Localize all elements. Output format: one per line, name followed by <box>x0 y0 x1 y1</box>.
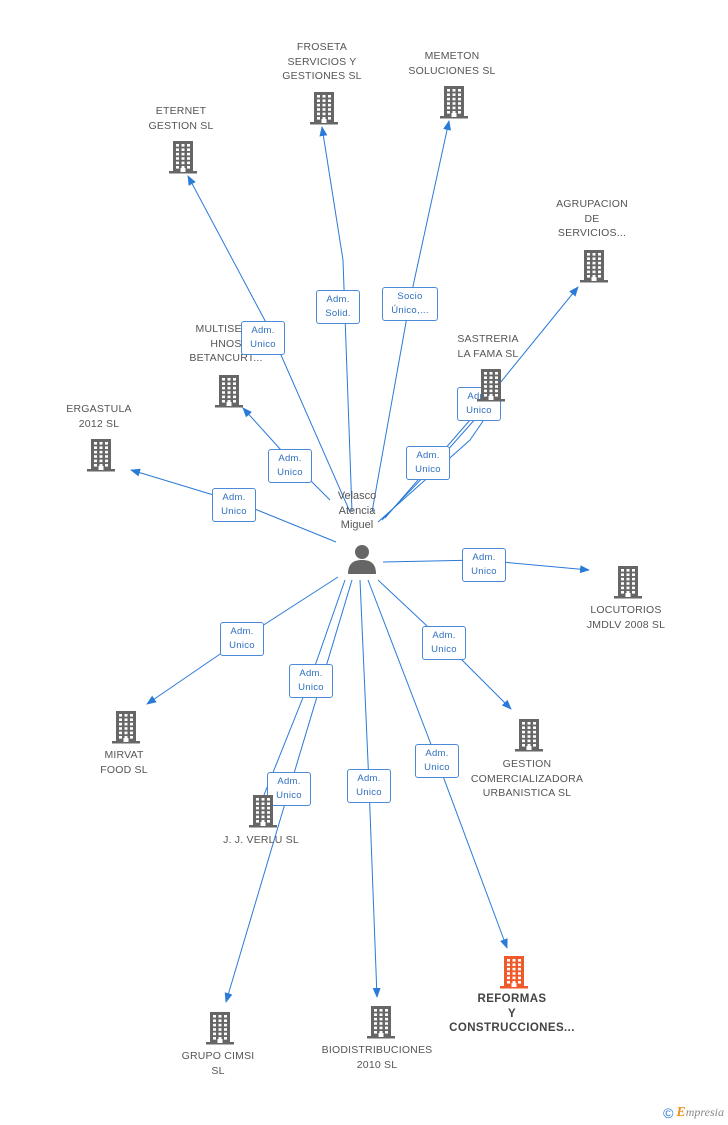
edge-label-froseta[interactable]: Adm. Solid. <box>316 290 360 324</box>
building-icon[interactable] <box>111 710 141 749</box>
footer-brand: © Empresia <box>663 1105 724 1121</box>
company-node-mirvat[interactable]: MIRVAT FOOD SL <box>100 748 148 777</box>
edge-label-locutorios[interactable]: Adm. Unico <box>462 548 506 582</box>
company-label-ergastula: ERGASTULA 2012 SL <box>66 403 132 430</box>
company-node-jjverlu[interactable]: J. J. VERLU SL <box>223 833 299 848</box>
company-node-reformas[interactable]: REFORMAS Y CONSTRUCCIONES... <box>449 992 575 1036</box>
company-label-gestion: GESTION COMERCIALIZADORA URBANISTICA SL <box>470 758 584 799</box>
edge-label-biodistribuciones[interactable]: Adm. Unico <box>347 769 391 803</box>
copyright-icon: © <box>663 1105 674 1121</box>
edge-label-reformas[interactable]: Adm. Unico <box>415 744 459 778</box>
center-person-name: Velasco Atencia Miguel <box>338 489 377 533</box>
company-node-sastreria[interactable]: SASTRERIA LA FAMA SL <box>457 332 518 361</box>
person-icon <box>348 545 376 574</box>
company-node-gestion[interactable]: GESTION COMERCIALIZADORA URBANISTICA SL <box>471 757 583 801</box>
center-person[interactable] <box>347 543 377 575</box>
edge-label-memeton[interactable]: Socio Único,... <box>382 287 438 321</box>
company-label-sastreria: SASTRERIA LA FAMA SL <box>457 333 519 360</box>
company-node-eternet[interactable]: ETERNET GESTION SL <box>148 104 213 133</box>
company-label-grupocimsi: GRUPO CIMSI SL <box>181 1050 255 1077</box>
company-node-locutorios[interactable]: LOCUTORIOS JMDLV 2008 SL <box>587 603 665 632</box>
edge-label-grupocimsi[interactable]: Adm. Unico <box>267 772 311 806</box>
company-label-memeton: MEMETON SOLUCIONES SL <box>408 50 496 77</box>
company-label-jjverlu: J. J. VERLU SL <box>223 834 299 846</box>
building-icon[interactable] <box>248 794 278 833</box>
building-icon[interactable] <box>514 718 544 757</box>
building-icon[interactable] <box>476 368 506 407</box>
company-node-biodistribuciones[interactable]: BIODISTRIBUCIONES 2010 SL <box>322 1043 433 1072</box>
company-node-memeton[interactable]: MEMETON SOLUCIONES SL <box>408 49 495 78</box>
company-label-biodistribuciones: BIODISTRIBUCIONES 2010 SL <box>321 1044 433 1071</box>
center-person-name-text: Velasco Atencia Miguel <box>337 490 377 531</box>
building-icon[interactable] <box>168 140 198 179</box>
edge-label-sastreria[interactable]: Adm. Unico <box>406 446 450 480</box>
building-icon[interactable] <box>579 249 609 288</box>
building-icon[interactable] <box>499 955 529 994</box>
company-node-grupocimsi[interactable]: GRUPO CIMSI SL <box>182 1049 255 1078</box>
edge-label-gestion[interactable]: Adm. Unico <box>422 626 466 660</box>
brand-logo-initial: E <box>676 1105 686 1120</box>
edge-label-multiserv[interactable]: Adm. Unico <box>268 449 312 483</box>
building-icon[interactable] <box>613 565 643 604</box>
building-icon[interactable] <box>214 374 244 413</box>
edge-froseta <box>319 126 353 513</box>
edge-label-mirvat[interactable]: Adm. Unico <box>220 622 264 656</box>
company-label-reformas: REFORMAS Y CONSTRUCCIONES... <box>449 993 575 1034</box>
brand-logo-text: mpresia <box>685 1105 724 1119</box>
building-icon[interactable] <box>86 438 116 477</box>
company-node-agrupacion[interactable]: AGRUPACION DE SERVICIOS... <box>556 197 628 241</box>
building-icon[interactable] <box>366 1005 396 1044</box>
edge-label-eternet[interactable]: Adm. Unico <box>241 321 285 355</box>
edge-label-agrupacion[interactable]: Adm. Unico <box>457 387 501 421</box>
company-label-eternet: ETERNET GESTION SL <box>148 105 214 132</box>
edge-label-jjverlu[interactable]: Adm. Unico <box>289 664 333 698</box>
building-icon[interactable] <box>439 85 469 124</box>
company-label-mirvat: MIRVAT FOOD SL <box>100 749 148 776</box>
company-node-ergastula[interactable]: ERGASTULA 2012 SL <box>66 402 131 431</box>
building-icon[interactable] <box>309 91 339 130</box>
company-label-froseta: FROSETA SERVICIOS Y GESTIONES SL <box>282 41 362 82</box>
company-label-agrupacion: AGRUPACION DE SERVICIOS... <box>556 198 628 239</box>
brand-logo: Empresia <box>676 1105 724 1121</box>
building-icon[interactable] <box>205 1011 235 1050</box>
edge-label-ergastula[interactable]: Adm. Unico <box>212 488 256 522</box>
company-label-locutorios: LOCUTORIOS JMDLV 2008 SL <box>586 604 666 631</box>
company-node-froseta[interactable]: FROSETA SERVICIOS Y GESTIONES SL <box>282 40 361 84</box>
